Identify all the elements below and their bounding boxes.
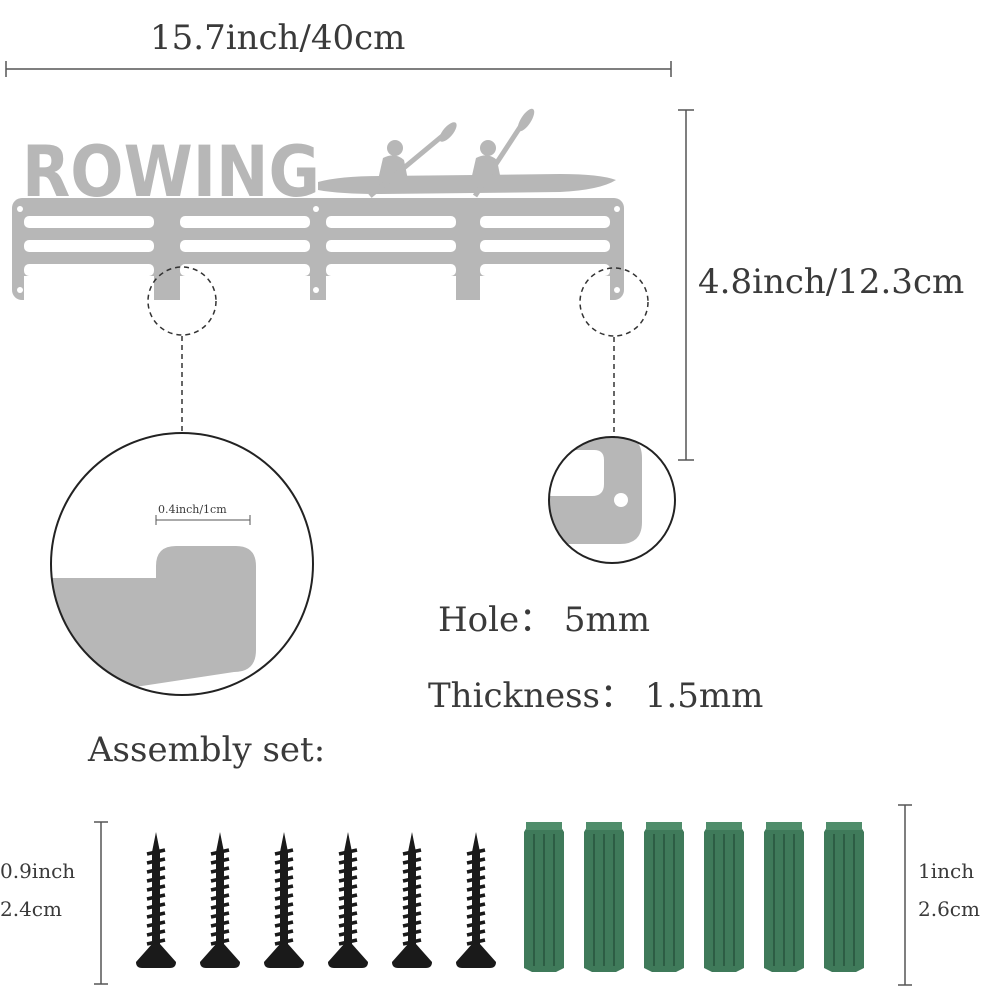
screw-dimension-line [94, 821, 108, 985]
anchor-size-cm: 2.6cm [918, 897, 980, 921]
wall-anchor-icon [764, 822, 804, 972]
wall-anchor-icon [704, 822, 744, 972]
anchor-dimension-line [898, 804, 912, 986]
wall-anchor-set [524, 822, 864, 972]
detail-marker-left [147, 266, 217, 336]
zoom-detail-dimension-label: 0.4inch/1cm [158, 503, 227, 516]
screw-icon [456, 832, 496, 968]
rower-2-silhouette [471, 108, 535, 198]
medal-rack: ROWING [12, 108, 624, 300]
rack-slots [17, 206, 620, 302]
screw-set [136, 832, 496, 968]
screw-size-label: 0.9inch 2.4cm [0, 852, 75, 928]
screw-icon [136, 832, 176, 968]
assembly-set-title: Assembly set: [88, 730, 326, 770]
wall-anchor-icon [644, 822, 684, 972]
rack-plate [12, 198, 624, 300]
width-dimension-label: 15.7inch/40cm [150, 18, 406, 58]
screw-size-cm: 2.4cm [0, 897, 62, 921]
anchor-size-inch: 1inch [918, 859, 975, 883]
rower-1-silhouette [368, 122, 457, 198]
width-dimension-line [5, 61, 672, 77]
screw-icon [264, 832, 304, 968]
zoom-detail-left [50, 432, 314, 696]
anchor-size-label: 1inch 2.6cm [918, 852, 980, 928]
thickness-label: Thickness： 1.5mm [428, 676, 764, 716]
hole-size-label: Hole： 5mm [438, 600, 651, 640]
screw-size-inch: 0.9inch [0, 859, 76, 883]
detail-marker-right [579, 267, 649, 337]
wall-anchor-icon [524, 822, 564, 972]
screw-icon [328, 832, 368, 968]
screw-icon [200, 832, 240, 968]
wall-anchor-icon [584, 822, 624, 972]
kayak-silhouette [318, 174, 616, 194]
height-dimension-label: 4.8inch/12.3cm [698, 262, 965, 302]
zoom-detail-right [548, 436, 676, 564]
height-dimension-line [678, 109, 694, 461]
wall-anchor-icon [824, 822, 864, 972]
screw-icon [392, 832, 432, 968]
